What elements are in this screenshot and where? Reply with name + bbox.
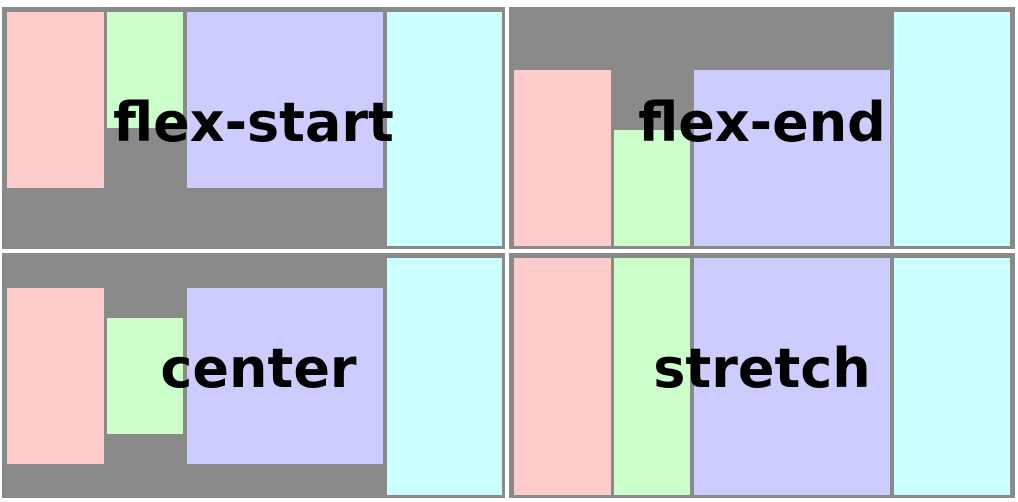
item-2	[614, 258, 690, 495]
item-4	[894, 12, 1010, 246]
panel-flex-start: flex-start	[2, 7, 505, 249]
item-3	[187, 12, 383, 188]
item-1	[7, 12, 104, 188]
item-3	[694, 258, 890, 495]
item-3	[187, 288, 383, 464]
item-4	[894, 258, 1010, 495]
item-2	[107, 318, 183, 434]
item-3	[694, 70, 890, 246]
item-4	[387, 12, 502, 246]
item-2	[107, 12, 183, 128]
panel-center: center	[2, 253, 505, 498]
panel-stretch: stretch	[509, 253, 1015, 498]
panel-flex-end: flex-end	[509, 7, 1015, 249]
item-1	[7, 288, 104, 464]
item-1	[514, 258, 611, 495]
item-2	[614, 130, 690, 246]
item-1	[514, 70, 611, 246]
item-4	[387, 258, 502, 495]
